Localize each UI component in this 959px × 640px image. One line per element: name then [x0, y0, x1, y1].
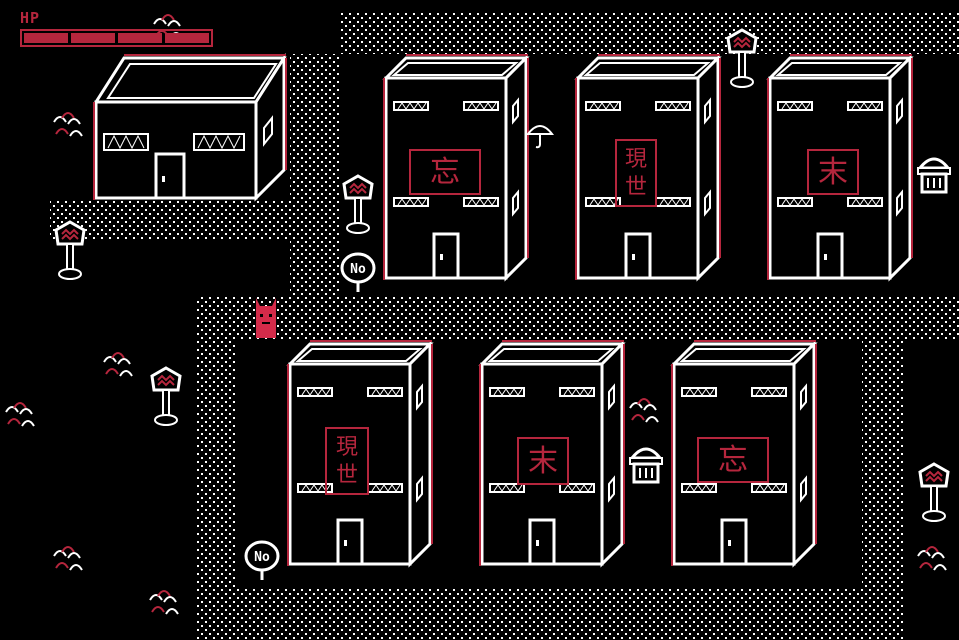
building-sign: 世	[336, 463, 358, 488]
no-sign-label: No	[350, 262, 366, 277]
building: 現 世	[574, 53, 722, 282]
no-sign: No	[340, 252, 376, 292]
building-sign: 末	[528, 444, 558, 479]
hp-segment	[71, 33, 115, 43]
no-sign: No	[244, 540, 280, 580]
building: 忘	[670, 339, 818, 568]
building-sign: 世	[625, 175, 647, 200]
building: 末	[766, 53, 914, 282]
dotted-path	[50, 12, 959, 640]
hp-label: HP	[20, 9, 41, 27]
no-sign-label: No	[254, 550, 270, 565]
player-character[interactable]	[256, 298, 276, 338]
building: 末	[478, 339, 626, 568]
building-sign: 現	[625, 147, 647, 172]
hp-bar	[20, 29, 213, 47]
hp-segment	[118, 33, 162, 43]
hp-segment	[165, 33, 209, 43]
building-sign: 忘	[430, 155, 460, 190]
hud: HP	[20, 10, 213, 47]
small-house	[93, 52, 287, 202]
building: 忘	[382, 53, 530, 282]
building-sign: 現	[336, 435, 358, 460]
hp-segment	[24, 33, 68, 43]
building: 現 世	[286, 339, 434, 568]
umbrella-icon	[525, 125, 555, 149]
building-sign: 忘	[718, 443, 748, 478]
building-sign: 末	[818, 155, 848, 190]
